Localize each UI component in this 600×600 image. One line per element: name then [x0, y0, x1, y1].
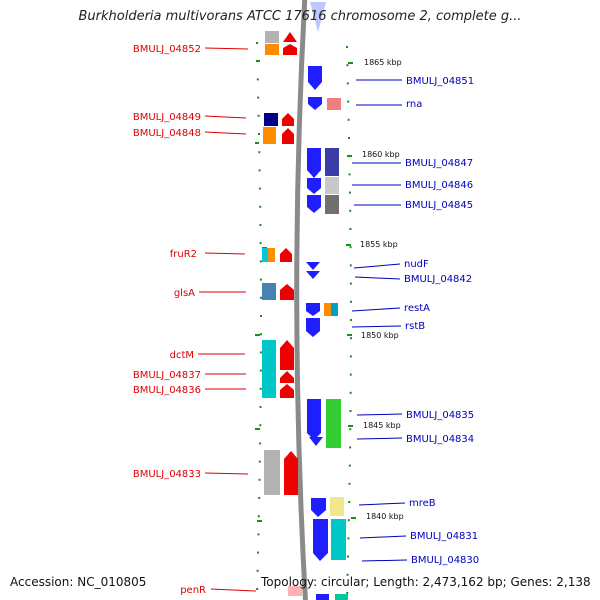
view-indicator [310, 2, 326, 32]
right-leader-lines [351, 79, 408, 562]
gene-label-right[interactable]: nudF [404, 259, 429, 270]
kbp-mark: 1855 kbp [360, 240, 398, 249]
left-features [262, 31, 302, 596]
kbp-mark: 1860 kbp [362, 150, 400, 159]
gene-label-right[interactable]: BMULJ_04830 [411, 555, 479, 566]
tick-column-right [346, 62, 356, 519]
kbp-mark: 1840 kbp [366, 512, 404, 521]
gene-label-right[interactable]: BMULJ_04851 [406, 76, 474, 87]
gene-label-right[interactable]: BMULJ_04834 [406, 434, 474, 445]
kbp-mark: 1850 kbp [361, 331, 399, 340]
topology-info: Topology: circular; Length: 2,473,162 bp… [261, 575, 591, 589]
tick-dots-right [346, 46, 352, 594]
gene-label-left[interactable]: BMULJ_04836 [133, 385, 201, 396]
gene-label-left[interactable]: BMULJ_04848 [133, 128, 201, 139]
gene-label-left[interactable]: BMULJ_04833 [133, 469, 201, 480]
gene-label-left[interactable]: dctM [170, 350, 194, 361]
kbp-mark: 1845 kbp [363, 421, 401, 430]
gene-label-left[interactable]: penR [180, 585, 206, 596]
map-title: Burkholderia multivorans ATCC 17616 chro… [78, 9, 522, 24]
gene-label-right[interactable]: BMULJ_04831 [410, 531, 478, 542]
tick-dots-left [256, 42, 262, 590]
gene-label-left[interactable]: fruR2 [170, 249, 197, 260]
gene-label-left[interactable]: BMULJ_04837 [133, 370, 201, 381]
gene-label-right[interactable]: BMULJ_04845 [405, 200, 473, 211]
gene-label-left[interactable]: BMULJ_04849 [133, 112, 201, 123]
gene-label-right[interactable]: rna [406, 99, 422, 110]
kbp-mark: 1865 kbp [364, 58, 402, 67]
gene-label-right[interactable]: mreB [409, 498, 436, 509]
gene-label-left[interactable]: glsA [174, 288, 195, 299]
chromosome-backbone [294, 0, 308, 600]
gene-label-left[interactable]: BMULJ_04852 [133, 44, 201, 55]
gene-label-right[interactable]: BMULJ_04835 [406, 410, 474, 421]
gene-label-right[interactable]: rstB [405, 321, 425, 332]
gene-label-right[interactable]: BMULJ_04847 [405, 158, 473, 169]
gene-label-right[interactable]: restA [404, 303, 430, 314]
gene-label-right[interactable]: BMULJ_04842 [404, 274, 472, 285]
accession-info: Accession: NC_010805 [10, 575, 147, 589]
gene-label-right[interactable]: BMULJ_04846 [405, 180, 473, 191]
right-features [306, 66, 348, 600]
left-leader-lines [198, 47, 257, 592]
